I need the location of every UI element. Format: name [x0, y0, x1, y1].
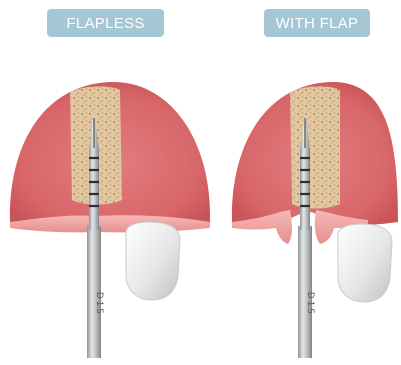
drill-marking: D 1.5 [306, 292, 316, 314]
adjacent-tooth [126, 222, 180, 300]
with-flap-panel: D 1.5 [232, 82, 398, 358]
adjacent-tooth [338, 224, 392, 302]
flapless-panel: D 1.5 [10, 82, 210, 358]
drill-marking: D 1.5 [95, 292, 105, 314]
bone-socket [290, 86, 340, 208]
